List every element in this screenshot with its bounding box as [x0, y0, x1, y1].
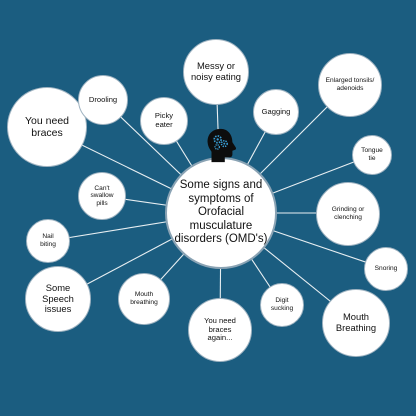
node-messy-eating: Messy or noisy eating	[183, 39, 249, 105]
node-braces-again: You need braces again...	[188, 298, 252, 362]
node-nail-biting: Nail biting	[26, 219, 70, 263]
node-speech-issues: Some Speech issues	[25, 266, 91, 332]
center-topic-label: Some signs and symptoms of Orofacial mus…	[174, 179, 268, 246]
head-gears-icon	[207, 128, 237, 163]
node-gagging: Gagging	[253, 89, 299, 135]
node-digit-sucking: Digit sucking	[260, 283, 304, 327]
node-braces: You need braces	[7, 87, 87, 167]
center-topic-bubble: Some signs and symptoms of Orofacial mus…	[165, 157, 277, 269]
node-mouth-breathing-2: Mouth Breathing	[322, 289, 390, 357]
node-tongue-tie: Tongue tie	[352, 135, 392, 175]
node-enlarged-tonsils: Enlarged tonsils/ adenoids	[318, 53, 382, 117]
node-snoring: Snoring	[364, 247, 408, 291]
node-grinding-clenching: Grinding or clenching	[316, 182, 380, 246]
node-drooling: Drooling	[78, 75, 128, 125]
node-picky-eater: Picky eater	[140, 97, 188, 145]
node-cant-swallow-pills: Can't swallow pills	[78, 172, 126, 220]
node-mouth-breathing: Mouth breathing	[118, 273, 170, 325]
